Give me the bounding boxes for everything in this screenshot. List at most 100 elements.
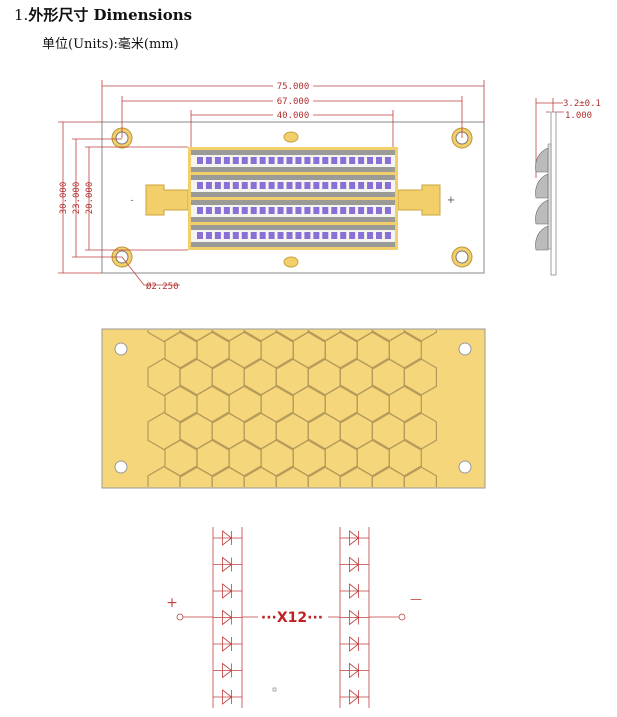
led-chip xyxy=(358,232,365,239)
positive-pad xyxy=(397,184,441,216)
led-chip xyxy=(295,232,302,239)
honeycomb-cell xyxy=(388,384,422,424)
back-view xyxy=(101,328,486,489)
honeycomb-cell xyxy=(403,411,437,451)
circuit-schematic xyxy=(176,527,406,708)
led-chip xyxy=(358,157,365,164)
led-chip xyxy=(384,157,391,164)
led-chip xyxy=(349,207,356,214)
back-mounting-hole xyxy=(458,460,472,474)
led-row-lens xyxy=(191,205,395,217)
led-chip xyxy=(331,182,338,189)
led-chip xyxy=(340,182,347,189)
honeycomb-cell xyxy=(403,330,437,343)
led-row-lens xyxy=(191,180,395,192)
dim-emitter-length: 40.000 xyxy=(277,111,310,121)
schematic-positive-sign: + xyxy=(166,595,178,611)
units-label: 单位(Units):毫米(mm) xyxy=(42,37,179,52)
diode-symbol xyxy=(213,530,242,546)
led-row-lens xyxy=(191,230,395,242)
led-chip xyxy=(340,207,347,214)
led-chip xyxy=(286,182,293,189)
schematic-negative-sign: — xyxy=(410,592,422,606)
side-lens xyxy=(535,199,549,225)
led-chip xyxy=(241,182,248,189)
led-chip xyxy=(250,157,257,164)
led-chip xyxy=(322,182,329,189)
honeycomb-cell xyxy=(371,330,405,343)
led-chip xyxy=(259,207,266,214)
led-chip xyxy=(331,207,338,214)
led-chip xyxy=(295,157,302,164)
diode-symbol xyxy=(340,636,369,652)
honeycomb-cell xyxy=(243,330,277,343)
diode-symbol xyxy=(213,609,242,626)
diode-symbol xyxy=(340,556,369,573)
led-chip xyxy=(313,207,320,214)
led-row-lens xyxy=(191,155,395,167)
diode-symbol xyxy=(340,689,369,705)
led-chip xyxy=(376,157,382,164)
led-chip xyxy=(367,157,374,164)
led-chip xyxy=(197,232,203,239)
led-chip xyxy=(367,232,374,239)
honeycomb-cell xyxy=(403,465,437,487)
led-chip xyxy=(232,207,239,214)
led-chip xyxy=(214,182,221,189)
led-chip xyxy=(304,157,311,164)
diode-symbol xyxy=(340,530,369,546)
led-chip xyxy=(223,157,230,164)
honeycomb-cell xyxy=(179,330,213,343)
dim-total-thickness: 3.2±0.1 xyxy=(563,99,601,109)
led-chip xyxy=(259,182,266,189)
dim-hole-spacing-x: 67.000 xyxy=(277,97,310,107)
dim-overall-length: 75.000 xyxy=(277,82,310,92)
side-lens xyxy=(535,147,549,173)
diode-symbol xyxy=(213,662,242,679)
section-heading: 1.外形尺寸 Dimensions xyxy=(14,4,192,25)
led-chip xyxy=(376,182,382,189)
side-view xyxy=(535,111,557,276)
honeycomb-cell xyxy=(388,438,422,478)
led-chip xyxy=(250,207,257,214)
dim-hole-diameter: Ø2.250 xyxy=(146,281,179,292)
led-chip xyxy=(286,207,293,214)
led-chip xyxy=(349,157,356,164)
led-chip xyxy=(331,157,338,164)
bottom-pad xyxy=(283,256,299,268)
section-number: 1. xyxy=(14,6,29,24)
honeycomb-cell xyxy=(403,357,437,397)
diode-symbol xyxy=(213,583,242,599)
led-chip xyxy=(268,157,275,164)
led-chip xyxy=(250,232,257,239)
led-chip xyxy=(277,157,284,164)
honeycomb-cell xyxy=(275,330,309,343)
dim-overall-width: 30.000 xyxy=(59,182,69,215)
led-chip xyxy=(223,207,230,214)
positive-mark: + xyxy=(447,195,455,206)
led-chip xyxy=(349,232,356,239)
honeycomb-pattern xyxy=(147,330,437,487)
led-chip xyxy=(322,232,329,239)
led-chip xyxy=(205,182,212,189)
led-chip xyxy=(384,232,391,239)
led-chip xyxy=(214,157,221,164)
series-multiplier-label: ···X12··· xyxy=(261,610,323,626)
led-chip xyxy=(331,232,338,239)
led-chip xyxy=(268,232,275,239)
side-lens xyxy=(535,225,549,251)
diode-symbol xyxy=(340,662,369,679)
led-chip xyxy=(241,232,248,239)
led-chip xyxy=(367,182,374,189)
back-mounting-hole xyxy=(114,342,128,356)
led-chip xyxy=(376,232,382,239)
negative-terminal xyxy=(398,613,406,621)
back-mounting-hole xyxy=(114,460,128,474)
led-chip xyxy=(277,207,284,214)
led-chip xyxy=(340,232,347,239)
dim-hole-spacing-y: 23.000 xyxy=(72,182,82,215)
negative-pad xyxy=(145,184,189,216)
led-chip xyxy=(384,207,391,214)
negative-mark: - xyxy=(130,196,133,206)
